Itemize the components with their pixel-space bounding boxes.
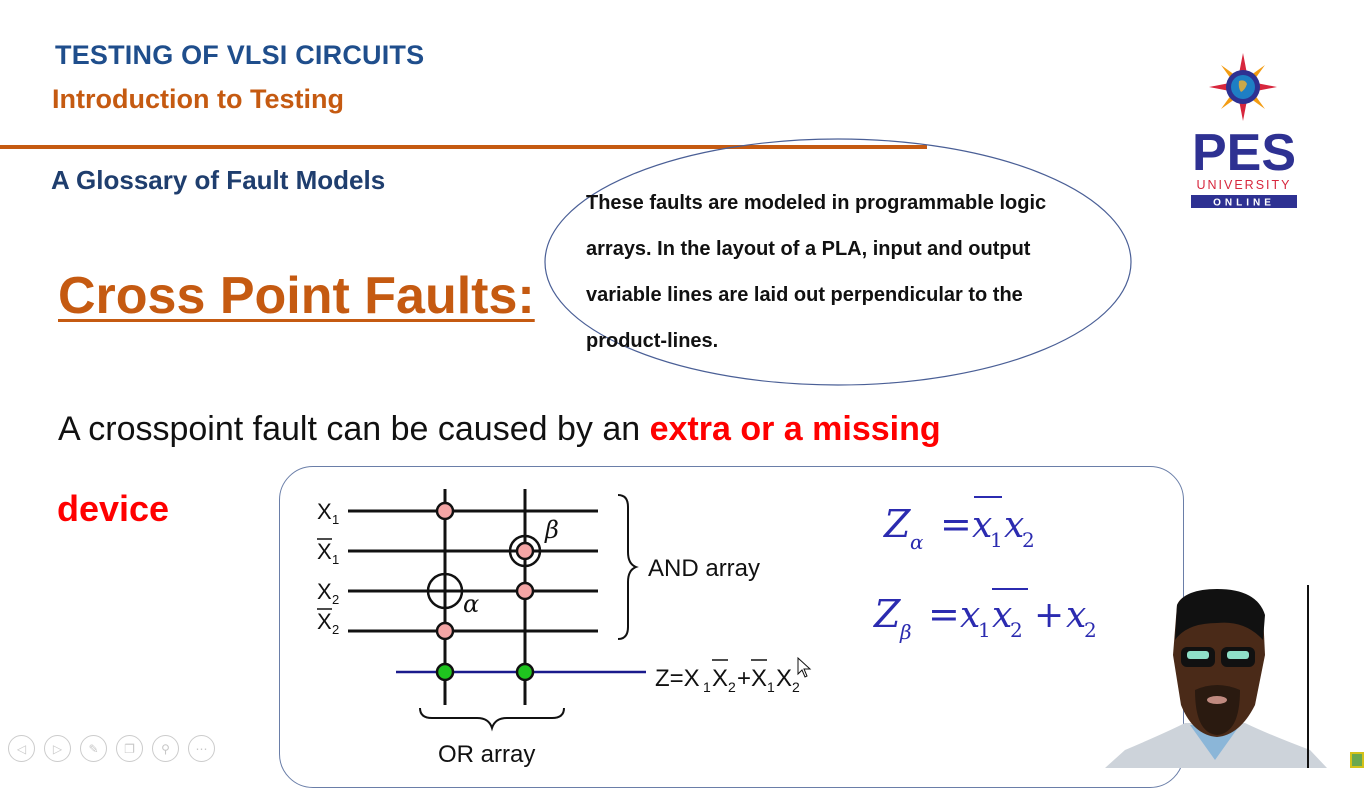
pen-button[interactable]: ✎	[80, 735, 107, 762]
callout-text: These faults are modeled in programmable…	[586, 192, 1047, 352]
fault-statement: A crosspoint fault can be caused by an e…	[58, 410, 941, 449]
svg-text:+X: +X	[737, 665, 767, 692]
and-crosspoint	[435, 621, 455, 641]
output-expression: Z=X 1 X 2 +X 1 X 2	[655, 659, 800, 695]
svg-text:β: β	[899, 620, 912, 644]
ellipsis-icon: ⋯	[195, 741, 208, 756]
triangle-left-icon: ◁	[16, 741, 27, 756]
statement-highlight: extra or a missing	[649, 410, 941, 448]
svg-text:PES: PES	[1192, 124, 1296, 182]
presenter-video	[1105, 585, 1327, 768]
svg-text:=: =	[928, 592, 960, 636]
and-crosspoint	[515, 541, 535, 561]
svg-text:1: 1	[767, 679, 775, 695]
svg-text:ONLINE: ONLINE	[1213, 198, 1275, 209]
svg-text:Z=X: Z=X	[655, 665, 700, 692]
svg-text:x: x	[992, 595, 1012, 636]
svg-text:x: x	[972, 505, 992, 546]
corner-indicator	[1350, 752, 1364, 768]
section-title: A Glossary of Fault Models	[51, 165, 386, 195]
and-crosspoint	[515, 581, 535, 601]
or-crosspoint	[435, 662, 455, 682]
svg-text:Z: Z	[883, 502, 911, 546]
svg-text:1: 1	[990, 528, 1003, 552]
svg-text:UNIVERSITY: UNIVERSITY	[1196, 178, 1291, 192]
mouse-cursor-icon	[797, 656, 812, 678]
statement-prefix: A crosspoint fault can be caused by an	[58, 410, 650, 448]
player-controls: ◁ ▷ ✎ ❐ ⚲ ⋯	[8, 735, 215, 762]
svg-text:X: X	[776, 665, 792, 692]
svg-text:+: +	[1034, 595, 1064, 636]
and-crosspoint	[435, 501, 455, 521]
zoom-button[interactable]: ⚲	[152, 735, 179, 762]
svg-text:X: X	[317, 609, 332, 634]
svg-text:x: x	[1004, 505, 1024, 546]
slides-icon: ❐	[124, 741, 135, 756]
course-title: TESTING OF VLSI CIRCUITS	[55, 40, 425, 70]
previous-slide-button[interactable]: ◁	[8, 735, 35, 762]
svg-text:α: α	[910, 530, 924, 554]
triangle-right-icon: ▷	[52, 741, 63, 756]
svg-text:2: 2	[1010, 618, 1023, 642]
svg-text:Z: Z	[873, 592, 901, 636]
svg-text:β: β	[544, 516, 559, 544]
fault-equations: Z α = x 1 x 2 Z β = x 1 x 2 + x 2	[873, 496, 1097, 644]
magnifier-icon: ⚲	[161, 741, 170, 756]
svg-text:1: 1	[978, 618, 991, 642]
svg-text:2: 2	[332, 592, 339, 607]
header-divider	[0, 145, 927, 149]
fault-beta-marker	[508, 534, 542, 568]
svg-text:X: X	[317, 539, 332, 564]
slides-button[interactable]: ❐	[116, 735, 143, 762]
pen-icon: ✎	[88, 741, 99, 756]
course-subtitle: Introduction to Testing	[52, 84, 344, 114]
and-array-label: AND array	[648, 555, 760, 582]
svg-text:X: X	[317, 579, 332, 604]
or-array-label: OR array	[438, 741, 535, 768]
pes-logo: PES UNIVERSITY ONLINE	[1188, 52, 1300, 212]
more-options-button[interactable]: ⋯	[188, 735, 215, 762]
svg-text:2: 2	[728, 679, 736, 695]
svg-text:x: x	[960, 595, 980, 636]
compass-globe-icon	[1209, 53, 1277, 121]
callout-ellipse	[544, 138, 1132, 386]
next-slide-button[interactable]: ▷	[44, 735, 71, 762]
fault-alpha-marker	[426, 572, 464, 610]
statement-highlight-device: device	[57, 488, 170, 529]
svg-text:2: 2	[1022, 528, 1035, 552]
svg-text:2: 2	[792, 679, 800, 695]
svg-text:2: 2	[332, 622, 339, 637]
topic-title: Cross Point Faults:	[58, 267, 535, 325]
svg-text:α: α	[463, 590, 479, 618]
svg-text:2: 2	[1084, 618, 1097, 642]
svg-text:=: =	[940, 502, 972, 546]
or-crosspoint	[515, 662, 535, 682]
svg-text:X: X	[317, 499, 332, 524]
svg-text:x: x	[1066, 595, 1086, 636]
svg-text:1: 1	[703, 679, 711, 695]
svg-text:1: 1	[332, 512, 339, 527]
svg-text:X: X	[712, 665, 728, 692]
svg-text:1: 1	[332, 552, 339, 567]
